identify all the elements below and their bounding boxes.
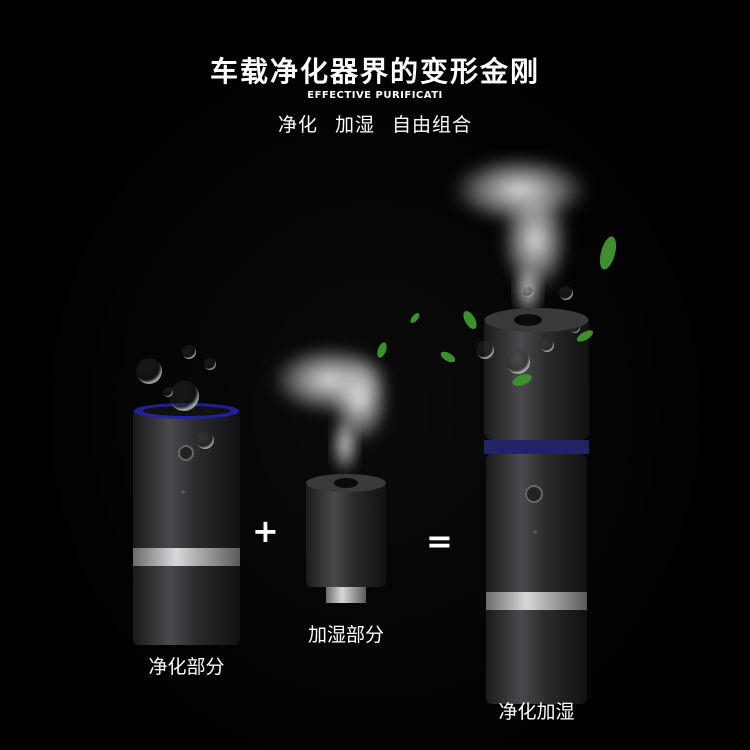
power-button-icon — [178, 445, 194, 461]
mist-icon — [450, 155, 590, 318]
mist-icon — [270, 345, 390, 475]
humidifier-device — [306, 474, 386, 603]
leaf-icon — [377, 342, 387, 358]
page-title: 车载净化器界的变形金刚 — [209, 55, 540, 88]
leaf-icon — [410, 236, 617, 386]
tagline: 净化 加湿 自由组合 — [277, 114, 473, 136]
power-button-icon — [525, 485, 543, 503]
equals-sign: = — [426, 522, 453, 560]
combined-device — [484, 308, 589, 704]
purifier-caption: 净化部分 — [148, 656, 225, 678]
subtitle-english: EFFECTIVE PURIFICATI — [307, 90, 443, 101]
bubble-icon — [136, 345, 216, 449]
combined-caption: 净化加湿 — [498, 701, 575, 723]
plus-sign: + — [252, 512, 279, 550]
purifier-device — [133, 403, 240, 645]
humidifier-caption: 加湿部分 — [307, 624, 384, 646]
bubble-icon — [476, 286, 580, 374]
